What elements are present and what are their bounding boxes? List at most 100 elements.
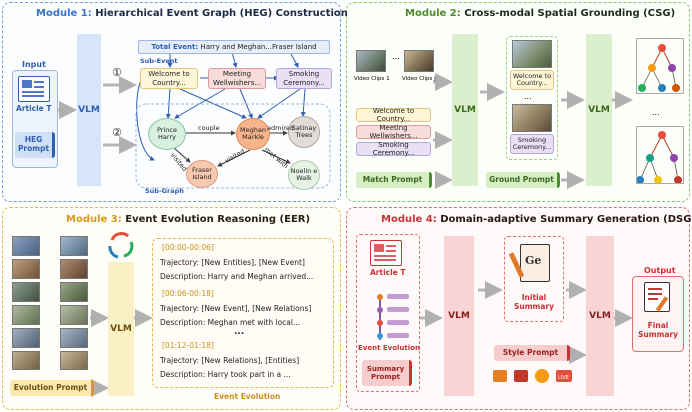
- style-prompt: Style Prompt: [494, 345, 570, 361]
- grounded-frame-top: [636, 38, 684, 94]
- final-summary-doc-icon: [644, 282, 672, 312]
- article-icon: [18, 76, 50, 102]
- segment-3-trajectory: Trajectory: [New Relations], [Entities]: [160, 356, 300, 365]
- heg-entity-edges: [173, 130, 291, 167]
- m2-event-welcome: Welcome to Country...: [356, 107, 431, 123]
- module3-title-text: Event Evolution Reasoning (EER): [121, 214, 311, 225]
- module2-vlm-ground: VLM: [586, 34, 612, 186]
- module2-vlm-match: VLM: [452, 34, 478, 186]
- initial-summary-doc-icon: Ge: [508, 244, 552, 284]
- evolution-prompt: Evolution Prompt: [10, 380, 94, 396]
- sub-graph-label: Sub-Graph: [145, 187, 184, 195]
- segment-2-trajectory: Trajectory: [New Event], [New Relations]: [160, 304, 312, 313]
- m2-event-smoking: Smoking Ceremony...: [356, 141, 431, 157]
- article-label: Article T: [16, 104, 52, 113]
- event-evolution-box: [152, 238, 334, 388]
- m2-flow-arrows: [433, 73, 633, 189]
- edge-couple: couple: [198, 124, 220, 132]
- module3-prefix: Module 3:: [66, 214, 122, 225]
- summary-prompt: Summary Prompt: [362, 360, 412, 386]
- module2-prefix: Module 2:: [405, 8, 461, 19]
- sub-graph-border: [135, 103, 331, 189]
- m4-event-evolution-label: Event Evolution: [358, 344, 420, 352]
- video-clip-1-label: Video Clips 1: [354, 76, 390, 82]
- initial-summary-card: [504, 236, 564, 322]
- input-label: Input: [22, 60, 46, 69]
- module1-prefix: Module 1:: [36, 8, 92, 19]
- segment-2-description: Description: Meghan met with local...: [160, 318, 301, 327]
- final-summary-label: Final Summary: [637, 321, 679, 339]
- segment-3-description: Description: Harry took part in a ...: [160, 370, 291, 379]
- initial-summary-label: Initial Summary: [513, 293, 555, 311]
- module1-vlm: VLM: [77, 34, 101, 186]
- m4-input-card: [356, 234, 420, 392]
- module1-panel: [2, 2, 341, 202]
- doc-glyph: Ge: [525, 254, 542, 267]
- sub-event-label: Sub-Event: [140, 57, 178, 65]
- step1-marker: ①: [112, 66, 122, 79]
- edge-admired: admired: [267, 124, 294, 132]
- event-wellwishers: Meeting Wellwishers...: [208, 68, 266, 89]
- entity-satinay-trees: Satinay Trees: [288, 116, 320, 148]
- entity-noeline-walk: Noelin e Walk: [288, 160, 320, 190]
- event-smoking: Smoking Ceremony...: [276, 68, 332, 89]
- module2-title-text: Cross-modal Spatial Grounding (CSG): [460, 8, 676, 19]
- heg-prompt: HEG Prompt: [15, 132, 55, 158]
- entity-prince-harry: Prince Harry: [148, 118, 186, 150]
- module2-title: Module 2: Cross-modal Spatial Grounding …: [405, 8, 675, 19]
- svg-text:LIVE: LIVE: [558, 375, 569, 381]
- grounded-frames-ellipsis: ...: [652, 108, 660, 117]
- segment-1-trajectory: Trajectory: [New Entities], [New Event]: [160, 258, 305, 267]
- video-clip-1-thumb: [356, 50, 386, 72]
- module4-prefix: Module 4:: [381, 214, 437, 225]
- m3-flow-arrows: [90, 309, 153, 397]
- video-clip-ellipsis: ...: [392, 52, 400, 61]
- video-clip-j-thumb: [404, 50, 434, 72]
- grounded-event-welcome: Welcome to Country...: [510, 70, 554, 90]
- event-welcome: Welcome to Country...: [140, 68, 198, 89]
- match-prompt: Match Prompt: [356, 172, 432, 188]
- grounded-thumb-2: [512, 104, 552, 132]
- segment-1-description: Description: Harry and Meghan arrived...: [160, 272, 314, 281]
- grounded-frame-bottom: [636, 126, 684, 184]
- grounded-event-smoking: Smoking Ceremony...: [510, 134, 554, 154]
- event-evolution-caption: Event Evolution: [214, 392, 281, 401]
- module4-title: Module 4: Domain-adaptive Summary Genera…: [381, 214, 692, 225]
- total-event-text: Harry and Meghan...Fraser Island: [198, 43, 317, 51]
- module1-title: Module 1: Hierarchical Event Graph (HEG)…: [36, 8, 348, 19]
- style-icons: LIVE: [493, 369, 572, 383]
- segment-ellipsis: ...: [234, 327, 245, 337]
- total-event-prefix: Total Event:: [151, 43, 199, 51]
- module3-vlm: VLM: [108, 262, 134, 396]
- segment-1-time: [00:00-00:06]: [162, 243, 214, 252]
- segment-2-time: [00:06-00:18]: [162, 289, 214, 298]
- step2-marker: ②: [112, 126, 122, 139]
- m4-flow-arrows: [420, 281, 633, 364]
- grounded-ellipsis: ...: [524, 92, 532, 101]
- module1-title-text: Hierarchical Event Graph (HEG) Construct…: [91, 8, 348, 19]
- m4-article-label: Article T: [370, 268, 406, 277]
- module4-title-text: Domain-adaptive Summary Generation (DSG): [436, 214, 692, 225]
- ground-prompt: Ground Prompt: [486, 172, 560, 188]
- grounded-card: [506, 36, 558, 160]
- output-label: Output: [644, 266, 676, 275]
- grounded-graph-bottom: [636, 131, 682, 184]
- module4-vlm-1: VLM: [444, 236, 474, 396]
- m3-video-strip-1: [12, 236, 40, 370]
- module4-vlm-2: VLM: [586, 236, 614, 396]
- cycle-icon: [108, 231, 134, 259]
- grounded-thumb-1: [512, 40, 552, 68]
- m1-flow-arrows: [56, 76, 137, 154]
- event-chain-icon: [377, 294, 409, 340]
- m3-video-strip-2: [60, 236, 88, 370]
- entity-meghan-markle: Meghan Markle: [236, 118, 270, 150]
- video-clip-j-label: Video Clips j: [402, 76, 436, 82]
- entity-fraser-island: Fraser Island: [186, 160, 218, 188]
- grounded-graph-top: [638, 44, 680, 92]
- module3-title: Module 3: Event Evolution Reasoning (EER…: [66, 214, 310, 225]
- total-event: Total Event: Harry and Meghan...Fraser I…: [138, 40, 330, 54]
- m4-article-icon: [370, 240, 402, 266]
- m2-event-wellwishers: Meeting Wellwishers...: [356, 124, 431, 140]
- segment-3-time: [01:12-01:18]: [162, 341, 214, 350]
